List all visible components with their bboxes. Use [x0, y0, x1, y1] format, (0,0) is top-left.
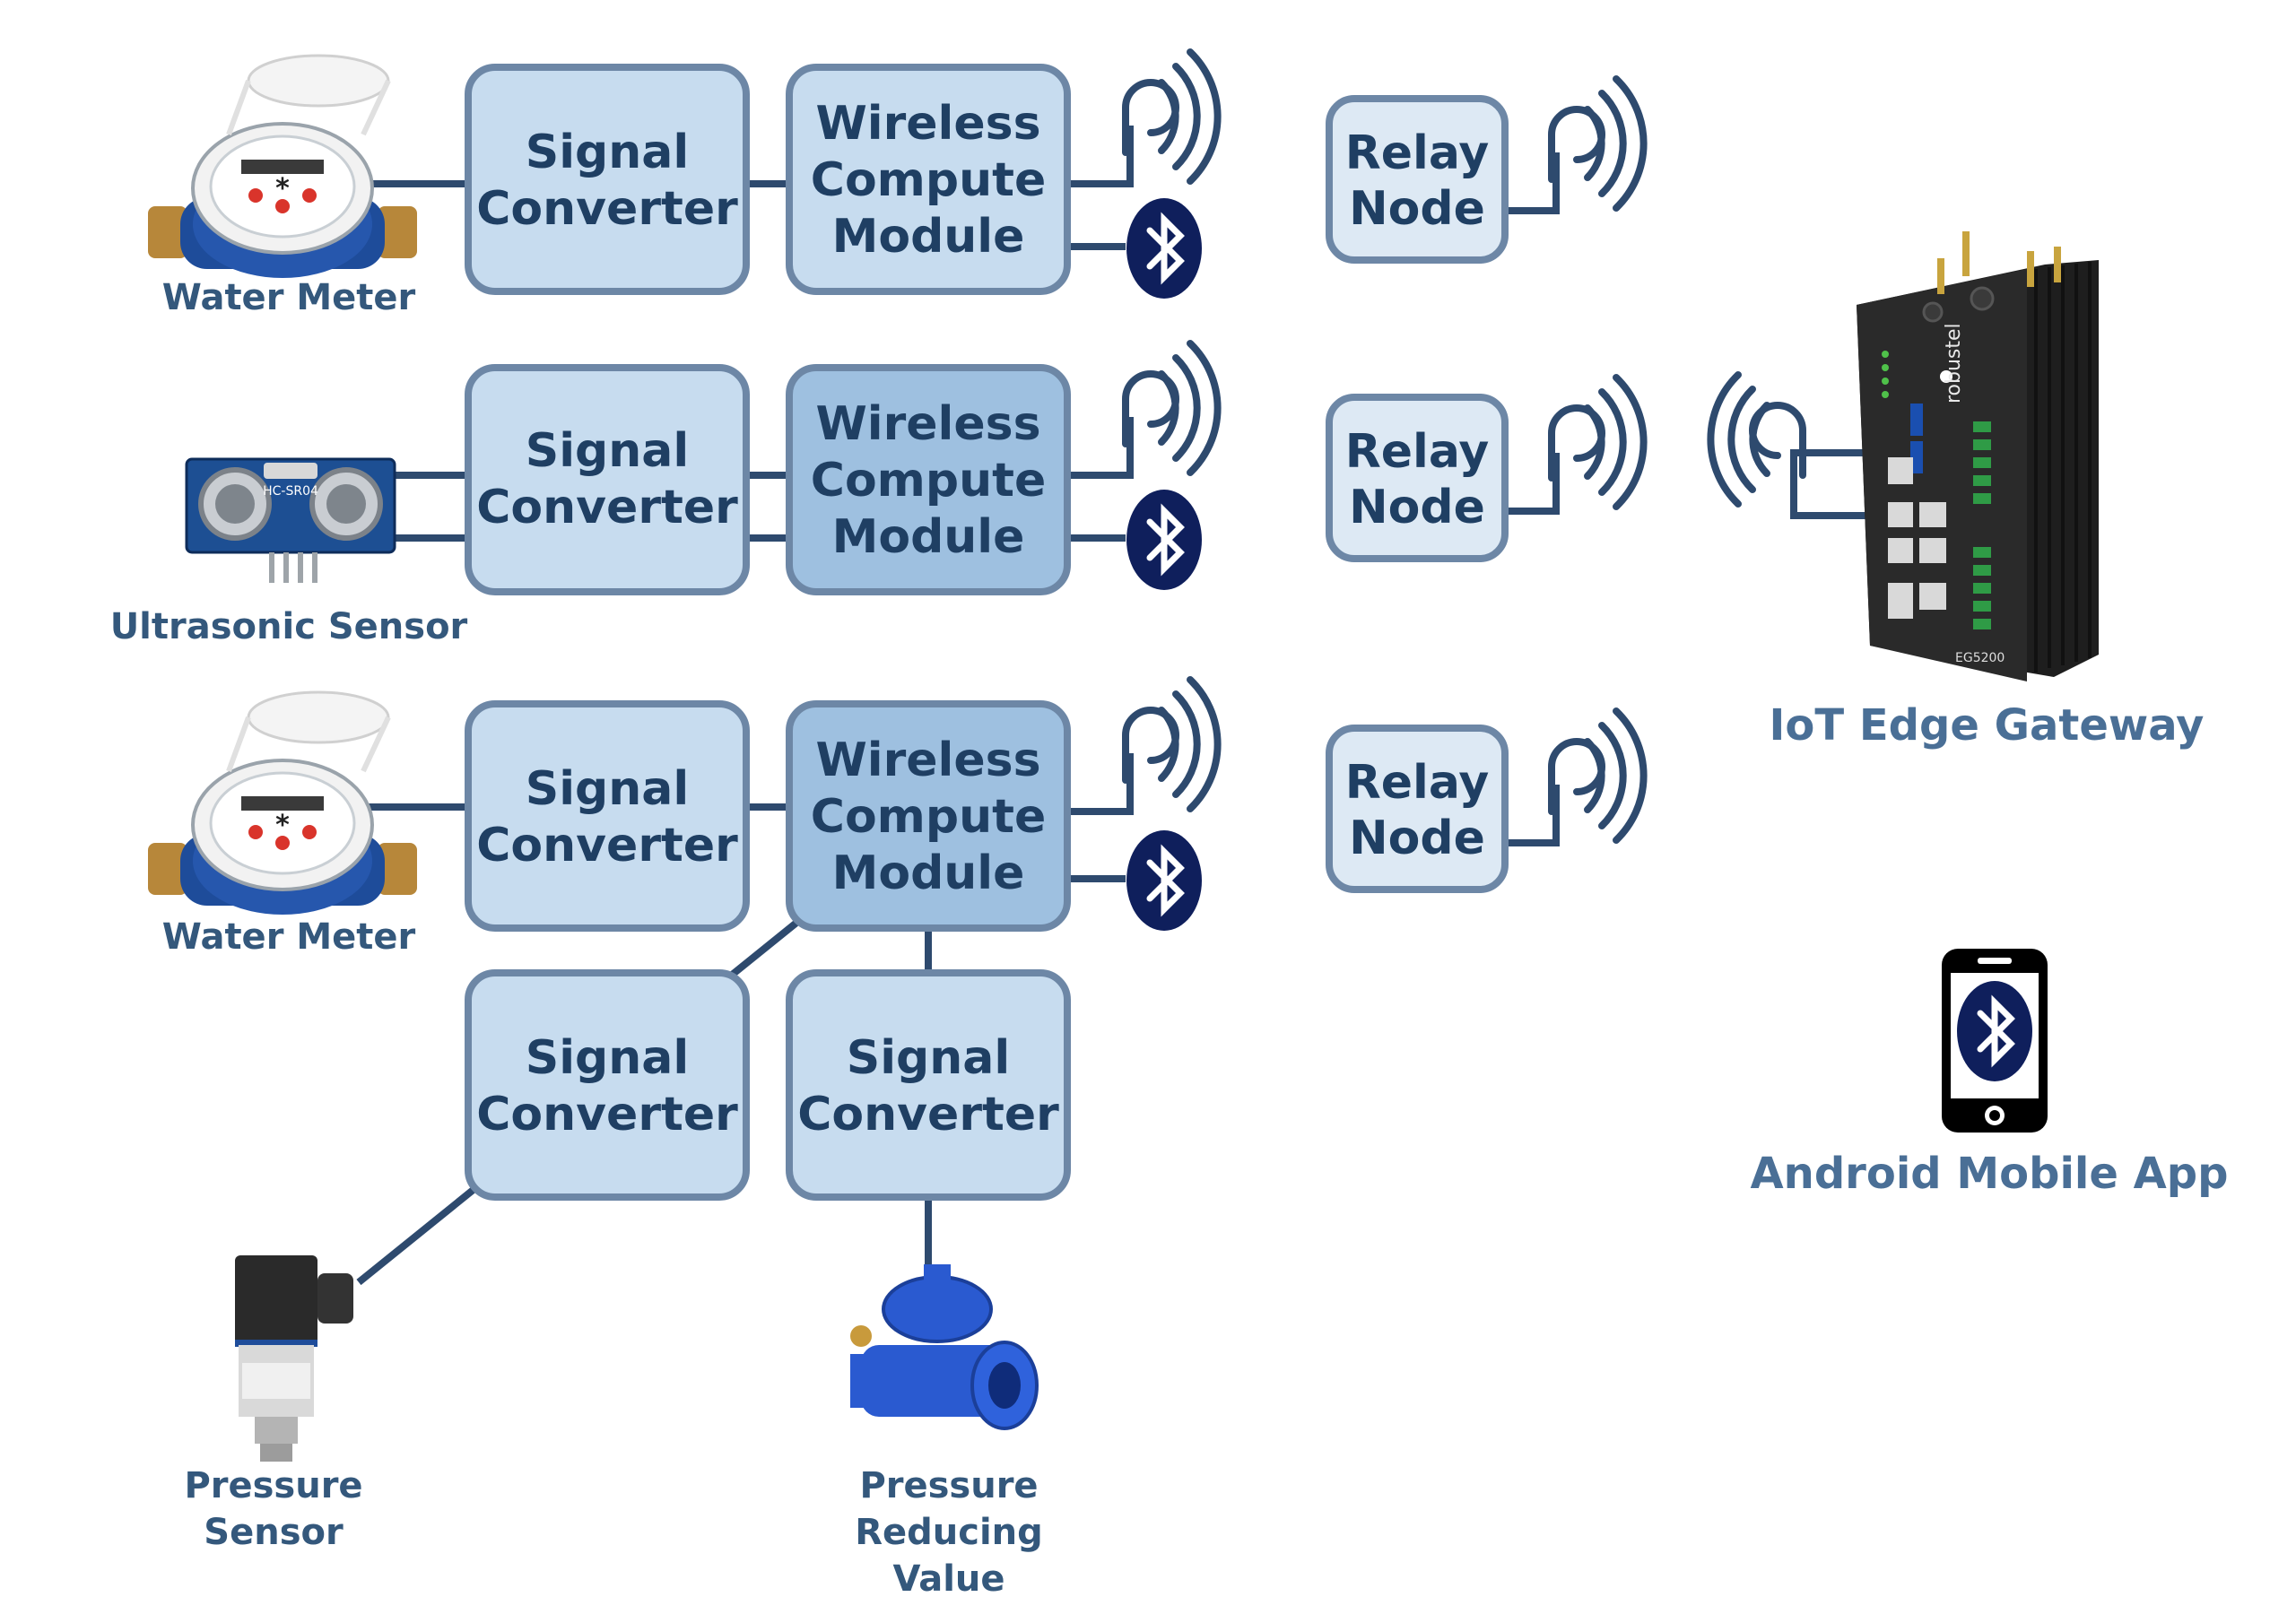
signal-converter-box-pressure: Signal Converter — [465, 969, 750, 1201]
ultrasonic-model-text: HC-SR04 — [263, 484, 318, 499]
relay-node-line1: Relay — [1345, 126, 1490, 180]
pressure-sensor-label-line2: Sensor — [204, 1512, 344, 1553]
relay-node-box: Relay Node — [1326, 725, 1509, 893]
wireless-module-line2: Compute — [811, 790, 1046, 844]
relay-antenna-icon — [1552, 378, 1644, 507]
relay-node-box: Relay Node — [1326, 95, 1509, 264]
signal-converter-box: Signal Converter — [465, 64, 750, 295]
relay-node-line2: Node — [1349, 481, 1485, 534]
relay-node-box: Relay Node — [1326, 394, 1509, 562]
ultrasonic-sensor-label: Ultrasonic Sensor — [110, 606, 468, 647]
wireless-antenna-icon — [1126, 343, 1218, 473]
gateway-model-text: EG5200 — [1955, 651, 2005, 665]
iot-gateway-image: robustel EG5200 — [1857, 231, 2099, 681]
wireless-module-line1: Wireless — [815, 397, 1040, 451]
relay-node-line2: Node — [1349, 182, 1485, 236]
signal-converter-box: Signal Converter — [465, 364, 750, 595]
mobile-app-label: Android Mobile App — [1751, 1149, 2229, 1199]
relay-antenna-icon — [1552, 711, 1644, 840]
signal-converter-line2: Converter — [797, 1088, 1059, 1141]
signal-converter-box-prv: Signal Converter — [786, 969, 1071, 1201]
row-2: HC-SR04 Ultrasonic Sensor Signal Convert… — [110, 343, 1644, 647]
prv-label-line3: Value — [892, 1558, 1004, 1600]
signal-converter-line2: Converter — [476, 182, 738, 236]
signal-converter-line1: Signal — [526, 1031, 689, 1085]
pressure-sensor-image — [235, 1255, 353, 1462]
signal-converter-box: Signal Converter — [465, 700, 750, 932]
wireless-module-line3: Module — [832, 846, 1025, 900]
bluetooth-icon — [1957, 981, 2032, 1081]
relay-node-line1: Relay — [1345, 425, 1490, 479]
wireless-module-box: Wireless Compute Module — [786, 364, 1071, 595]
signal-converter-line1: Signal — [526, 424, 689, 478]
bluetooth-icon — [1126, 830, 1202, 931]
relay-node-line2: Node — [1349, 812, 1485, 865]
relay-antenna-icon — [1552, 79, 1644, 208]
pressure-reducing-valve-image — [850, 1264, 1039, 1430]
wireless-antenna-icon — [1126, 680, 1218, 809]
gateway-label: IoT Edge Gateway — [1770, 700, 2205, 751]
signal-converter-line1: Signal — [847, 1031, 1010, 1085]
signal-converter-line1: Signal — [526, 126, 689, 179]
bluetooth-icon — [1126, 490, 1202, 590]
water-meter-label: Water Meter — [162, 916, 416, 958]
wireless-antenna-icon — [1126, 52, 1218, 181]
signal-converter-line2: Converter — [476, 1088, 738, 1141]
prv-label-line1: Pressure — [859, 1465, 1038, 1506]
prv-label-line2: Reducing — [855, 1512, 1043, 1553]
gateway-antenna-icon — [1710, 375, 1803, 504]
wireless-module-line1: Wireless — [815, 733, 1040, 787]
relay-node-line1: Relay — [1345, 756, 1490, 810]
water-meter-label: Water Meter — [162, 277, 416, 318]
wireless-module-line3: Module — [832, 510, 1025, 564]
water-meter-image — [148, 56, 417, 278]
wireless-module-line2: Compute — [811, 153, 1046, 207]
mobile-phone-icon — [1942, 949, 2048, 1133]
row-1: Water Meter Signal Converter Wireless Co… — [148, 52, 1644, 318]
wireless-module-box: Wireless Compute Module — [786, 700, 1071, 932]
row-3: Water Meter Signal Converter Wireless Co… — [148, 680, 1644, 958]
signal-converter-line2: Converter — [476, 819, 738, 872]
wireless-module-line3: Module — [832, 210, 1025, 264]
pressure-sensor-label-line1: Pressure — [184, 1465, 362, 1506]
signal-converter-line1: Signal — [526, 762, 689, 816]
wireless-module-line2: Compute — [811, 454, 1046, 508]
lower-converters: Signal Converter Signal Converter — [465, 969, 1071, 1201]
bluetooth-icon — [1126, 198, 1202, 299]
ultrasonic-sensor-image: HC-SR04 — [185, 457, 396, 583]
gateway-brand-text: robustel — [1943, 323, 1965, 404]
signal-converter-line2: Converter — [476, 481, 738, 534]
connection-lines — [354, 126, 1866, 1291]
wireless-module-line1: Wireless — [815, 97, 1040, 151]
wireless-module-box: Wireless Compute Module — [786, 64, 1071, 295]
